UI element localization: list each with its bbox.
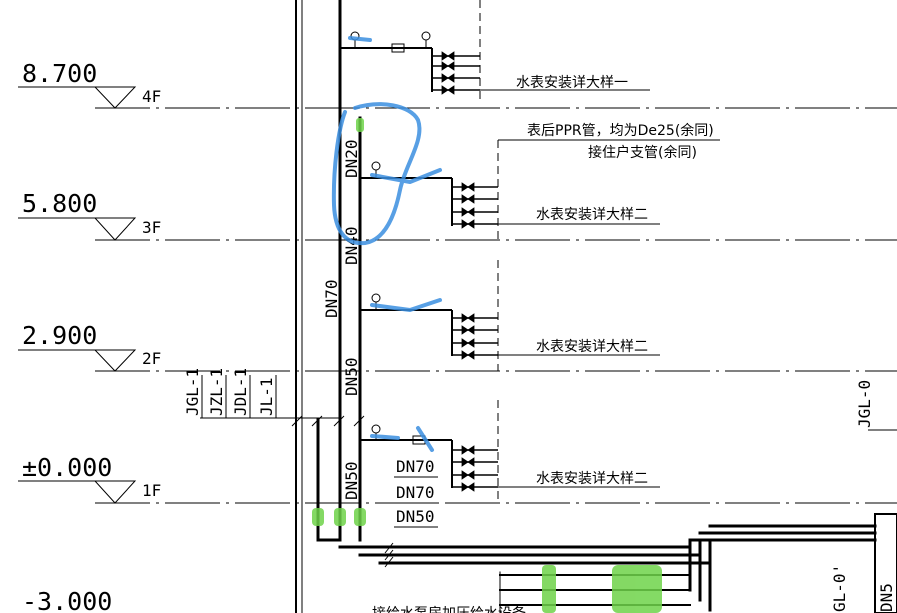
elevation-marker-1f: ±0.000 1F (18, 453, 161, 504)
floor-label: 3F (142, 218, 161, 237)
right-label-gl0: GL-0' (830, 564, 849, 612)
dn-label: DN40 (342, 226, 361, 265)
dn-label: DN20 (342, 139, 361, 178)
elevation-marker-basement: -3.000 (22, 587, 112, 613)
meter-detail-label: 水表安装详大样二 (536, 207, 648, 223)
ppr-note-line2: 接住户支管(余同) (588, 144, 697, 161)
meter-detail-label: 水表安装详大样二 (536, 339, 648, 355)
elevation-triangle (93, 480, 137, 504)
right-labels: JGL-0 GL-0' DN5 (830, 380, 897, 612)
valve-icons (441, 51, 475, 492)
pump-room-note: 接给水泵房加压给水设备 (372, 605, 526, 613)
branch-4f (340, 31, 650, 92)
pressure-gauge-icon (421, 31, 431, 41)
meter-detail-label: 水表安装详大样二 (536, 471, 648, 487)
elevation-marker-3f: 5.800 3F (18, 189, 161, 241)
green-highlights (312, 118, 662, 613)
elevation-triangle (93, 86, 137, 109)
elevation-value: -3.000 (22, 587, 112, 613)
riser-label-jdl1: JDL-1 (231, 368, 250, 416)
water-meter-icon (391, 43, 405, 53)
elevation-value: ±0.000 (22, 453, 112, 482)
elevation-triangle (93, 349, 137, 372)
dn-label: DN50 (342, 357, 361, 396)
riser-label-jgl1: JGL-1 (183, 368, 202, 416)
elevation-triangle (93, 217, 137, 241)
branch-2f (360, 293, 660, 356)
risers (316, 0, 897, 613)
ppr-note-line1: 表后PPR管，均为De25(余同) (527, 122, 714, 139)
elevation-value: 8.700 (22, 59, 97, 88)
dn-label: DN70 (396, 483, 435, 502)
elevation-marker-4f: 8.700 4F (18, 59, 161, 109)
dn-label: DN50 (342, 461, 361, 500)
branch-3f (360, 139, 720, 226)
right-label-jgl0: JGL-0 (855, 380, 874, 428)
pressure-gauge-icon (371, 293, 381, 303)
floor-label: 2F (142, 349, 161, 368)
riser-label-block: JGL-1 JZL-1 JDL-1 JL-1 (183, 368, 340, 419)
handwritten-annotations (331, 36, 442, 452)
riser-label-jzl1: JZL-1 (207, 368, 226, 416)
dn-label: DN70 (396, 457, 435, 476)
riser-label-jl1: JL-1 (257, 377, 276, 416)
floor-label: 1F (142, 481, 161, 500)
elevation-marker-2f: 2.900 2F (18, 321, 161, 372)
dn-label: DN50 (396, 507, 435, 526)
right-label-dn5: DN5 (877, 583, 896, 612)
pressure-gauge-icon (371, 161, 381, 171)
floor-level-lines (95, 107, 897, 504)
floor-label: 4F (142, 87, 161, 106)
meter-detail-label: 水表安装详大样一 (516, 75, 628, 91)
branch-1f (360, 424, 660, 488)
elevation-value: 2.900 (22, 321, 97, 350)
elevation-value: 5.800 (22, 189, 97, 218)
dn-label: DN70 (322, 279, 341, 318)
horizontal-dn-labels: DN70 DN70 DN50 (394, 457, 438, 528)
pressure-gauge-icon (371, 424, 381, 434)
